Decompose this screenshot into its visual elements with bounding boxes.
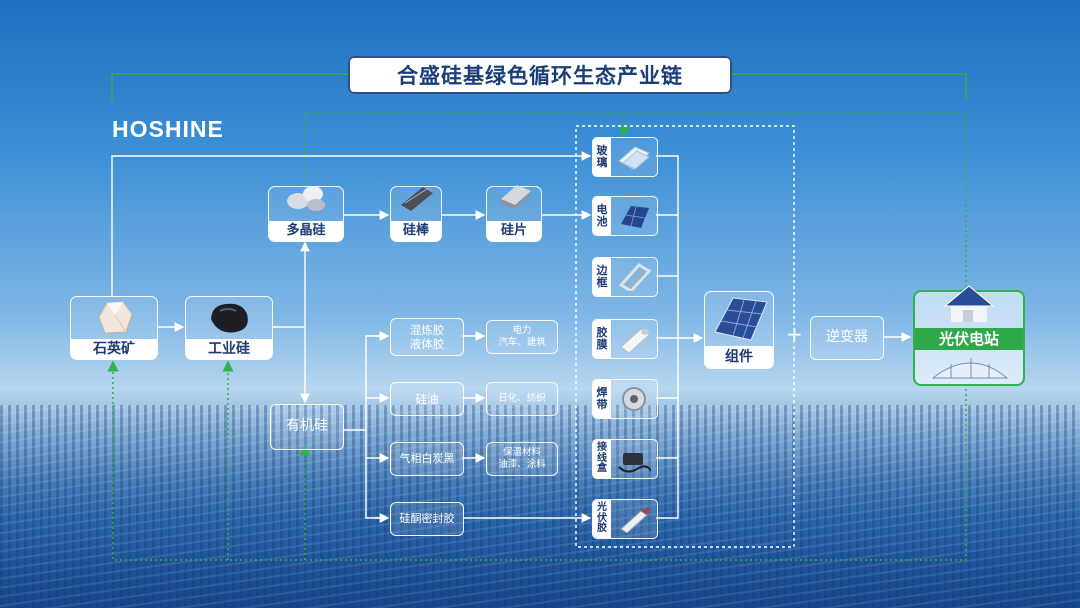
- node-organic-silicon[interactable]: 有机硅: [270, 404, 344, 450]
- node-industrial-silicon[interactable]: 工业硅: [185, 296, 273, 360]
- film-roll-icon: [620, 328, 650, 353]
- component-pv-sealant-label: 光 伏 胶: [593, 500, 611, 538]
- component-frame-label: 边 框: [593, 258, 611, 296]
- component-ribbon[interactable]: 焊 带: [592, 379, 658, 419]
- industrial-silicon-lump-icon: [211, 303, 248, 333]
- node-polysilicon-label: 多晶硅: [269, 221, 343, 241]
- node-pv-module[interactable]: 组件: [704, 291, 774, 369]
- node-pv-station[interactable]: 光伏电站: [913, 285, 1025, 386]
- node-quartz-label: 石英矿: [71, 339, 157, 359]
- white-flow: [111, 151, 912, 523]
- component-film[interactable]: 胶 膜: [592, 319, 658, 359]
- node-silicon-ingot-label: 硅棒: [391, 221, 441, 241]
- organic-use-rubber: 电力 汽车、建筑: [486, 320, 558, 354]
- glass-icon: [618, 146, 650, 170]
- component-junction-box[interactable]: 接 线 盒: [592, 439, 658, 479]
- component-ribbon-label: 焊 带: [593, 380, 611, 418]
- organic-use-silicone-oil: 日化、纺织: [486, 382, 558, 416]
- organic-product-fumed-silica[interactable]: 气相白炭黑: [390, 442, 464, 476]
- node-silicon-wafer[interactable]: 硅片: [486, 185, 542, 242]
- sealant-tube-icon: [620, 507, 649, 533]
- node-industrial-silicon-label: 工业硅: [186, 339, 272, 359]
- plus-sign: +: [786, 322, 803, 346]
- component-glass-label: 玻 璃: [593, 138, 611, 176]
- polysilicon-chunks-icon: [287, 186, 325, 211]
- component-solar-cell-label: 电 池: [593, 197, 611, 235]
- component-solar-cell[interactable]: 电 池: [592, 196, 658, 236]
- organic-product-rubber[interactable]: 混炼胶 液体胶: [390, 318, 464, 356]
- frame-icon: [618, 263, 651, 291]
- component-pv-sealant[interactable]: 光 伏 胶: [592, 499, 658, 539]
- node-pv-station-label: 光伏电站: [915, 328, 1023, 350]
- organic-use-fumed-silica: 保温材料 油漆、涂料: [486, 442, 558, 476]
- node-inverter[interactable]: 逆变器: [810, 316, 884, 360]
- green-loop-dotted: [107, 112, 967, 561]
- node-silicon-wafer-label: 硅片: [487, 221, 541, 241]
- organic-product-silicone-oil[interactable]: 硅油: [390, 382, 464, 416]
- component-film-label: 胶 膜: [593, 320, 611, 358]
- solar-cell-icon: [621, 206, 649, 228]
- node-quartz[interactable]: 石英矿: [70, 296, 158, 360]
- component-group-boundary: [575, 125, 795, 548]
- diagram-title: 合盛硅基绿色循环生态产业链: [348, 56, 732, 94]
- green-loop-outer: [111, 73, 967, 100]
- node-pv-module-label: 组件: [705, 346, 773, 368]
- silicon-wafer-icon: [499, 185, 531, 209]
- solar-greenhouse-icon: [931, 358, 1009, 379]
- junction-box-icon: [618, 453, 651, 473]
- silicon-ingot-icon: [401, 187, 433, 211]
- solar-farm-background: [0, 405, 1080, 608]
- component-junction-box-label: 接 线 盒: [593, 440, 611, 478]
- ribbon-spool-icon: [622, 387, 646, 411]
- pv-module-icon: [714, 297, 768, 341]
- rooftop-solar-house-icon: [943, 285, 995, 322]
- quartz-rock-icon: [98, 301, 133, 334]
- component-glass[interactable]: 玻 璃: [592, 137, 658, 177]
- component-frame[interactable]: 边 框: [592, 257, 658, 297]
- node-polysilicon[interactable]: 多晶硅: [268, 186, 344, 242]
- hoshine-logo: HOSHINE: [112, 116, 224, 142]
- node-silicon-ingot[interactable]: 硅棒: [390, 186, 442, 242]
- organic-product-sealant[interactable]: 硅酮密封胶: [390, 502, 464, 536]
